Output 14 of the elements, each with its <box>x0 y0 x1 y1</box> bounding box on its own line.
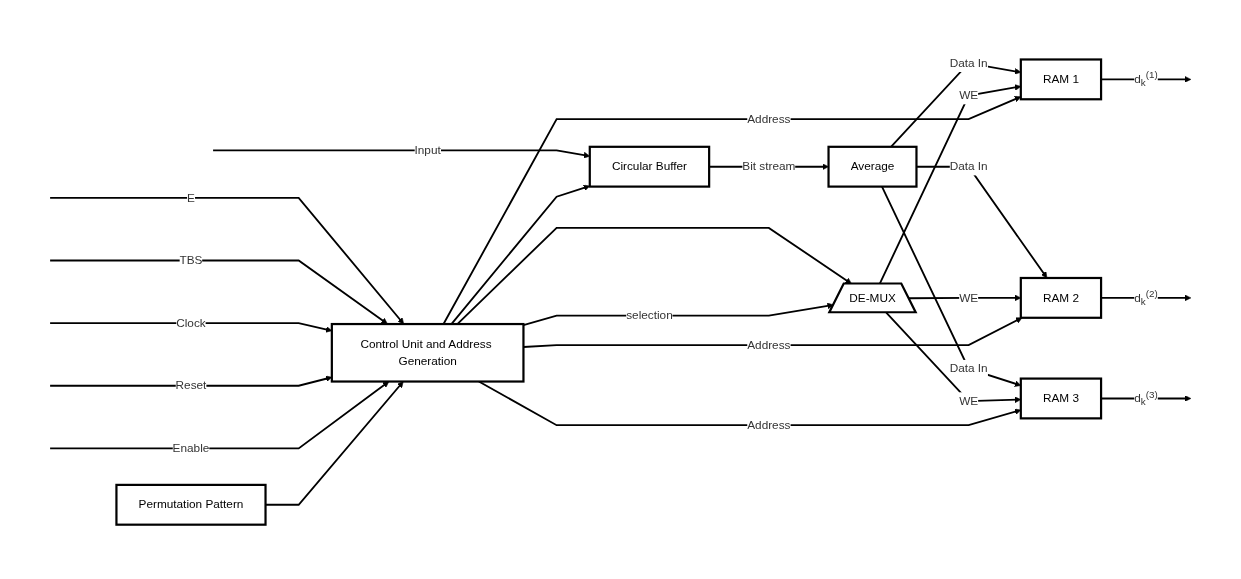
connector-arrow <box>49 381 390 450</box>
node-box: Circular Buffer <box>588 145 711 188</box>
node-box: RAM 2 <box>1019 276 1103 319</box>
node-box: RAM 3 <box>1019 377 1103 420</box>
connector-arrow <box>450 184 591 325</box>
connector-arrow <box>49 196 404 325</box>
node-box: Control Unit and Address Generation <box>330 322 525 383</box>
node-box: RAM 1 <box>1019 58 1103 101</box>
edge-label: Data In <box>949 359 988 378</box>
connector-arrow <box>442 96 1022 325</box>
node-box: Average <box>827 145 918 188</box>
connector-arrow <box>49 259 388 325</box>
connector-arrow <box>456 226 852 325</box>
node-box: Permutation Pattern <box>115 483 267 526</box>
